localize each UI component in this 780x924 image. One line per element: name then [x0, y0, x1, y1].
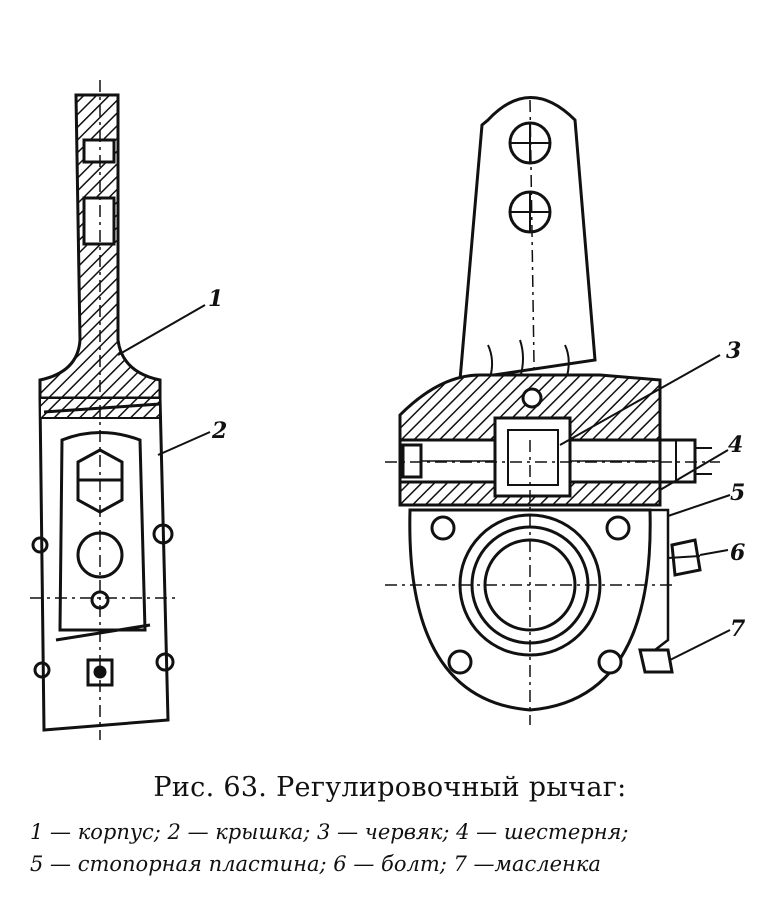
label-7: 7 — [730, 616, 746, 642]
label-5: 5 — [730, 480, 745, 506]
label-4: 4 — [728, 432, 743, 458]
side-view — [30, 80, 211, 740]
label-3: 3 — [726, 338, 741, 364]
label-2: 2 — [211, 418, 227, 444]
lever-drawing: 1 2 3 4 5 6 7 — [30, 80, 746, 740]
label-1: 1 — [208, 286, 223, 312]
figure-legend-line-2: 5 — стопорная пластина; 6 — болт; 7 —мас… — [30, 852, 601, 876]
figure-title: Рис. 63. Регулировочный рычаг: — [153, 772, 627, 803]
label-6: 6 — [730, 540, 745, 566]
front-view — [385, 96, 731, 725]
figure-legend-line-1: 1 — корпус; 2 — крышка; 3 — червяк; 4 — … — [30, 820, 629, 844]
